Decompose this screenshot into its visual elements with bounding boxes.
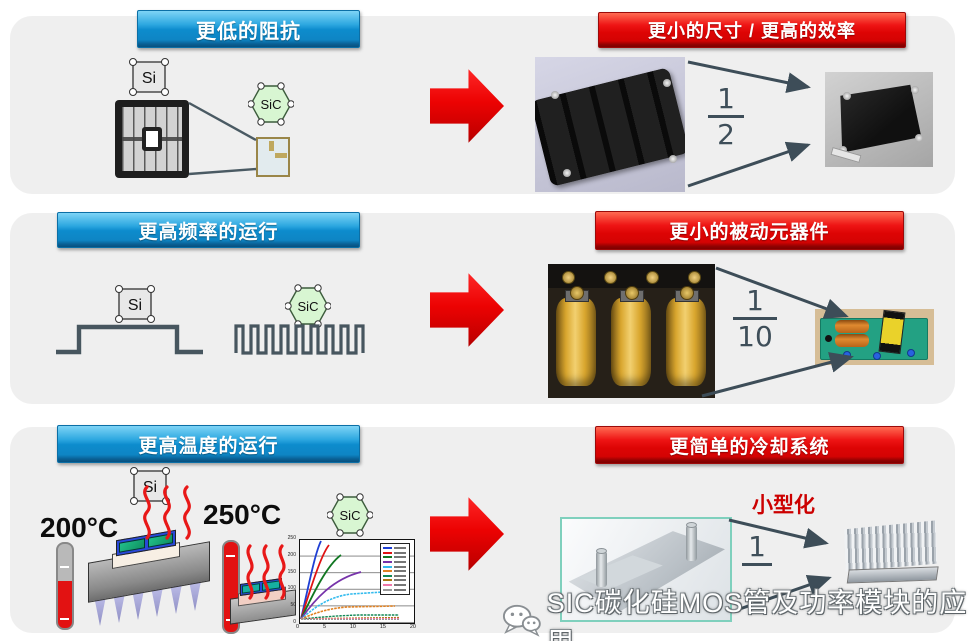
- iv-curve: [300, 617, 400, 620]
- x-tick: 20: [409, 624, 416, 630]
- banner-smaller-passive-components: 更小的被动元器件: [595, 211, 904, 250]
- banner-higher-frequency: 更高频率的运行: [57, 212, 360, 248]
- watermark: SIC碳化硅MOS管及功率模块的应用: [502, 581, 971, 641]
- fraction-denominator: 2: [717, 118, 735, 152]
- banner-simpler-cooling: 更简单的冷却系统: [595, 426, 904, 464]
- fraction-denominator: 10: [737, 320, 773, 354]
- sic-label: SiC: [298, 299, 319, 314]
- si-tag-icon: Si: [115, 285, 155, 323]
- y-tick: 250: [287, 535, 296, 541]
- si-label: Si: [128, 297, 142, 314]
- x-tick: 0: [296, 624, 300, 630]
- iv-curve: [300, 571, 362, 620]
- banner-lower-impedance: 更低的阻抗: [137, 10, 360, 48]
- small-pcb-photo: [815, 309, 934, 365]
- water-cooling-plate-photo: [560, 517, 732, 622]
- thermometer-icon: [56, 542, 74, 630]
- x-tick: 5: [322, 624, 326, 630]
- fraction-numerator: 1: [748, 530, 766, 563]
- iv-curve: [300, 554, 342, 620]
- iv-curve: [300, 590, 400, 620]
- si-module-photo: [535, 57, 685, 192]
- chart-x-axis: 0 5 10 15 20: [296, 624, 416, 631]
- iv-curve: [300, 605, 396, 620]
- sic-hexagon-icon: SiC: [327, 493, 373, 537]
- air-heatsink-photo: [844, 520, 939, 589]
- sic-hexagon-icon: SiC: [285, 284, 331, 328]
- fraction-numerator: 1: [746, 284, 764, 317]
- y-tick: 50: [290, 602, 296, 609]
- chart-y-axis: 250 200 150 100 50 0: [283, 536, 296, 625]
- banner-label: 更小的尺寸 / 更高的效率: [647, 21, 856, 41]
- si-label: Si: [143, 479, 157, 496]
- y-tick: 150: [287, 568, 296, 575]
- banner-label: 更简单的冷却系统: [669, 436, 830, 458]
- banner-higher-temperature: 更高温度的运行: [57, 425, 360, 463]
- ratio-cooling: 1: [742, 532, 772, 568]
- chart-curves: [300, 540, 400, 620]
- banner-smaller-size-higher-efficiency: 更小的尺寸 / 更高的效率: [598, 12, 906, 48]
- y-tick: 200: [287, 551, 296, 558]
- large-inductor-photo: [548, 264, 715, 398]
- fraction-numerator: 1: [717, 82, 735, 115]
- watermark-text: SIC碳化硅MOS管及功率模块的应用: [546, 588, 968, 641]
- si-label: Si: [142, 70, 156, 87]
- x-tick: 15: [379, 624, 386, 630]
- sic-label: SiC: [261, 97, 282, 112]
- y-tick: 0: [293, 618, 296, 625]
- si-temperature-label: 200°C: [40, 512, 119, 543]
- sic-hexagon-icon: SiC: [248, 82, 294, 126]
- banner-label: 更高频率的运行: [138, 221, 279, 243]
- si-tag-icon: Si: [129, 58, 169, 96]
- miniaturization-label: 小型化: [752, 494, 815, 517]
- sic-temperature-label: 250°C: [203, 499, 282, 530]
- iv-curve: [300, 544, 330, 620]
- si-tag-icon: Si: [130, 467, 170, 505]
- banner-label: 更低的阻抗: [196, 20, 301, 43]
- sic-module-photo: [825, 72, 933, 167]
- y-tick: 100: [287, 585, 296, 592]
- si-die-graphic: [115, 100, 189, 178]
- iv-curve-chart: 250 200 150 100 50 0 0 5 10 15 20: [283, 535, 417, 636]
- banner-label: 更小的被动元器件: [669, 222, 830, 243]
- sic-label: SiC: [340, 508, 361, 523]
- ratio-one-half: 1 2: [708, 84, 744, 150]
- chart-legend: [380, 543, 410, 595]
- ratio-one-tenth: 1 10: [733, 286, 777, 352]
- wechat-icon: [502, 604, 541, 637]
- si-heatsink-graphic: [88, 529, 212, 630]
- banner-label: 更高温度的运行: [138, 435, 279, 457]
- x-tick: 10: [349, 624, 356, 630]
- sic-die-graphic: [256, 137, 290, 177]
